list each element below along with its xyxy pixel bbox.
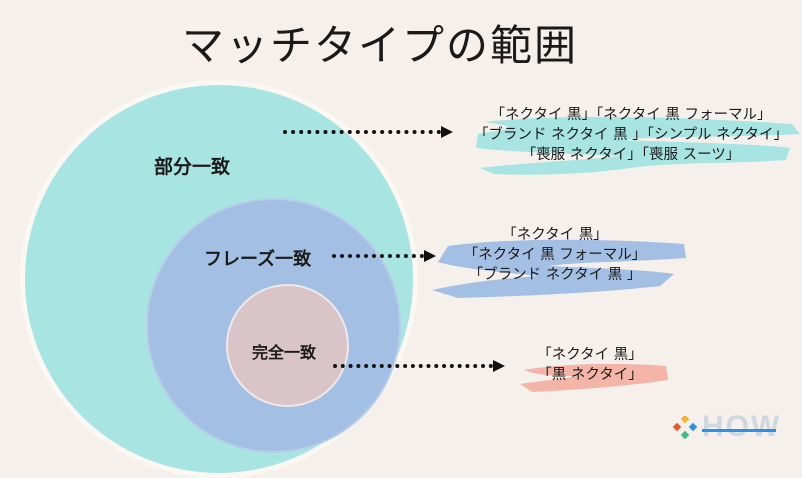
diagram-title: マッチタイプの範囲 [181,21,578,70]
list-item: 「ネクタイ 黒」 [502,227,608,243]
partial-arrow [283,126,453,138]
partial-match-label: 部分一致 [154,156,231,178]
list-item: 「ネクタイ 黒」「ネクタイ 黒 フォーマル」 [490,107,772,123]
phrase-highlight-shape [432,239,686,298]
exact-match-label: 完全一致 [252,343,317,362]
partial-highlight-brush [476,116,800,175]
phrase-keyword-list: 「ネクタイ 黒」 「ネクタイ 黒 フォーマル」 「ブランド ネクタイ 黒 」 [440,225,670,285]
list-item: 「ネクタイ 黒」 [537,347,643,363]
how-logo: HOW [672,410,782,446]
list-item: 「喪服 ネクタイ」「喪服 スーツ」 [521,147,741,163]
exact-match-circle [226,284,349,407]
arrow-head-icon [493,360,505,372]
partial-keyword-list: 「ネクタイ 黒」「ネクタイ 黒 フォーマル」 「ブランド ネクタイ 黒 」「シン… [462,105,800,165]
phrase-highlight-brush [432,239,686,298]
exact-keyword-list: 「ネクタイ 黒」 「黒 ネクタイ」 [520,345,660,385]
exact-arrow [333,360,505,372]
list-item: 「ネクタイ 黒 フォーマル」 [463,247,647,263]
partial-highlight-shape [476,116,800,175]
logo-text: HOW [702,410,782,443]
list-item: 「ブランド ネクタイ 黒 」「シンプル ネクタイ」 [473,127,789,143]
exact-highlight-shape [520,363,668,392]
logo-mark-icon [672,416,698,440]
arrow-head-icon [424,250,436,262]
phrase-arrow [332,250,436,262]
exact-highlight-brush [520,363,668,392]
phrase-match-label: フレーズ一致 [204,249,312,270]
list-item: 「ブランド ネクタイ 黒 」 [468,267,642,283]
list-item: 「黒 ネクタイ」 [537,367,643,383]
arrow-head-icon [441,126,453,138]
logo-underline [702,429,776,432]
